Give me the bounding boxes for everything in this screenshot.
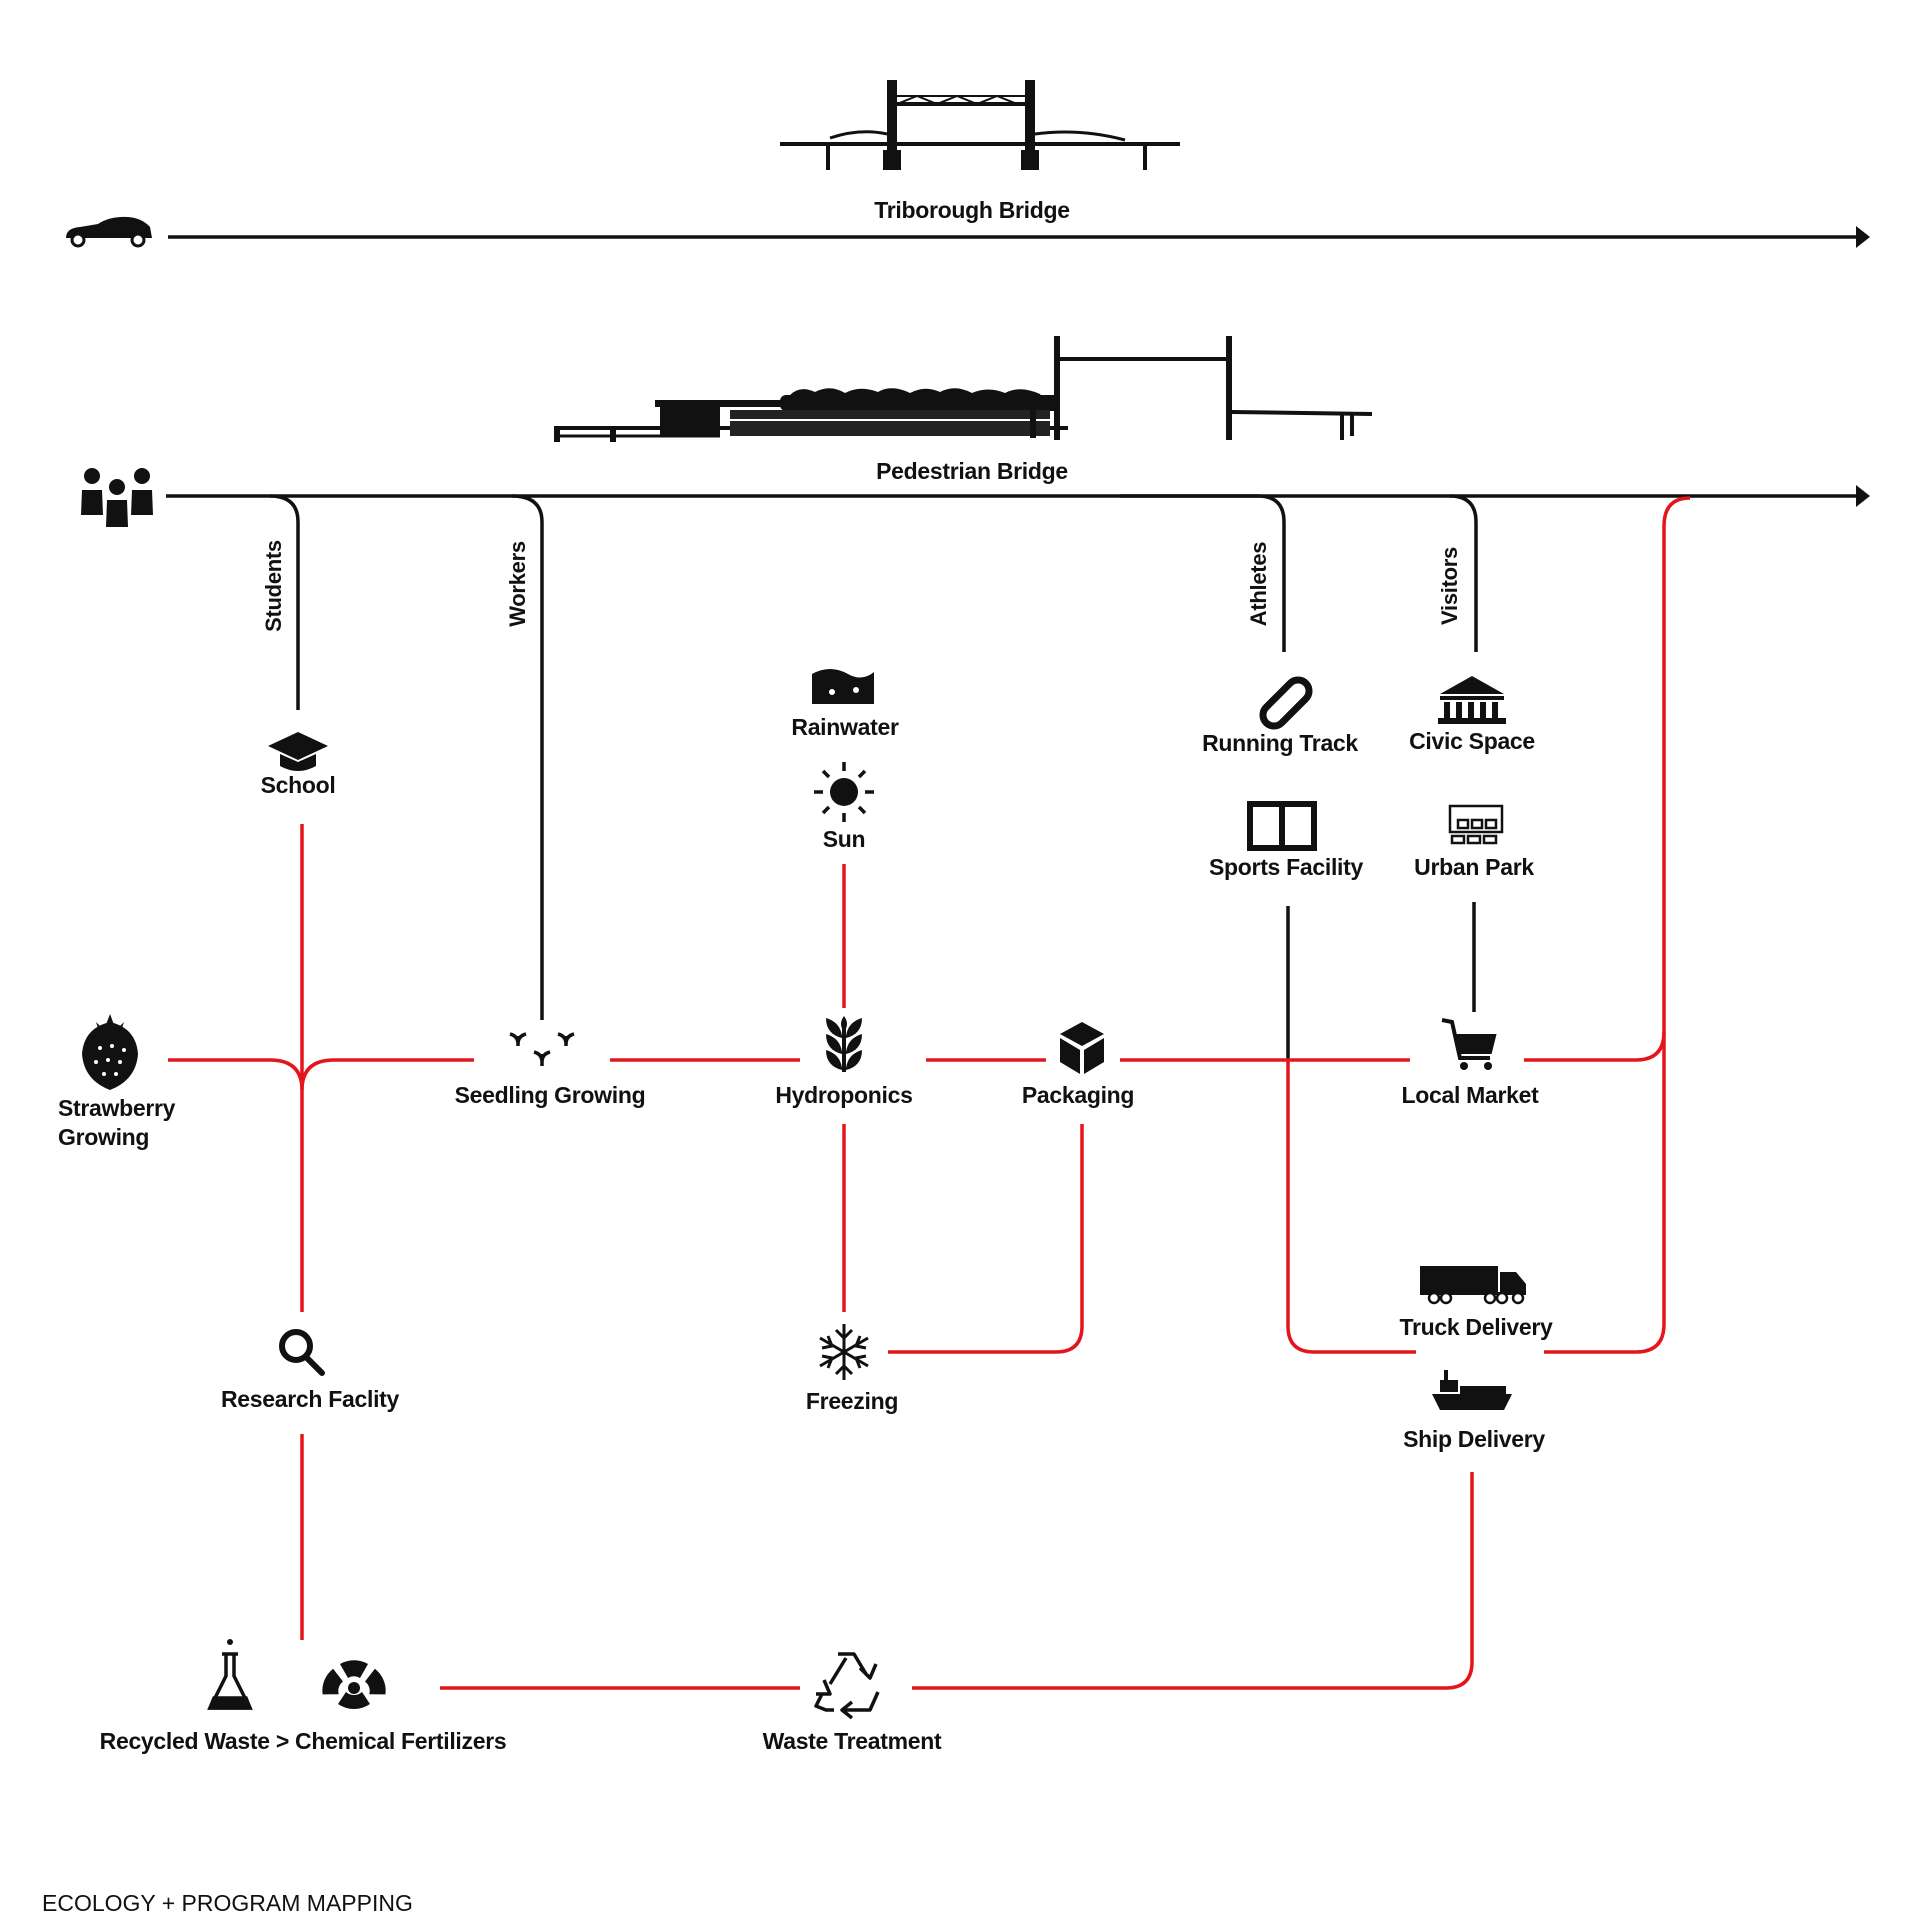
workers-branch-line [511,494,544,1020]
track-icon [1259,676,1313,730]
ship-icon [1432,1370,1512,1410]
students-label: Students [261,540,286,632]
strawberry-label-line2: Growing [58,1124,150,1150]
seedling-icon [509,1032,575,1066]
magnifier-icon [279,1329,325,1376]
rainwater-label: Rainwater [791,714,899,740]
radiation-icon [322,1660,386,1710]
triborough-bridge-silhouette [780,80,1180,170]
flow-waste-ship [912,1472,1474,1690]
flow-pedestrian-truck [1544,496,1691,1354]
park-icon [1448,804,1504,845]
workers-label: Workers [505,541,530,627]
seedling-label: Seedling Growing [454,1082,646,1108]
recycled-label: Recycled Waste > Chemical Fertilizers [99,1728,507,1754]
ship-delivery-label: Ship Delivery [1403,1426,1545,1452]
car-icon [66,216,152,248]
triborough-arrowhead [1856,226,1870,248]
flask-icon [207,1639,253,1710]
sun-icon [814,762,874,822]
pedestrian-bridge-silhouette [554,336,1373,442]
plant-icon [826,1016,862,1072]
strawberry-label-line1: Strawberry [58,1095,176,1121]
triborough-bridge-label: Triborough Bridge [874,197,1070,223]
packaging-label: Packaging [1021,1082,1135,1108]
sun-label: Sun [822,826,866,852]
freezing-label: Freezing [805,1388,899,1414]
students-branch-line [269,494,300,710]
sports-icon [1247,801,1317,851]
flow-packaging-freezing [888,1124,1084,1354]
local-market-label: Local Market [1401,1082,1539,1108]
flow-strawberry-seedling [168,1058,474,1091]
pedestrian-arrowhead [1856,485,1870,507]
footer-title: ECOLOGY + PROGRAM MAPPING [42,1890,413,1916]
flow-sports-truck [1286,1060,1416,1354]
sports-facility-label: Sports Facility [1209,854,1363,880]
pedestrian-bridge-label: Pedestrian Bridge [876,458,1068,484]
recycle-icon [814,1652,880,1720]
running-track-label: Running Track [1202,730,1358,756]
rain-icon [812,669,874,704]
athletes-branch-line [1120,494,1286,652]
truck-icon [1420,1266,1526,1305]
flow-market-main [1524,1031,1666,1062]
urban-park-label: Urban Park [1414,854,1534,880]
research-label: Research Faclity [220,1386,400,1412]
strawberry-label: Strawberry Growing [58,1094,175,1152]
snowflake-icon [819,1324,869,1380]
school-icon [268,732,328,771]
visitors-branch-line [1449,494,1478,652]
civic-icon [1438,676,1506,724]
school-label: School [260,772,336,798]
civic-space-label: Civic Space [1409,728,1535,754]
hydroponics-label: Hydroponics [775,1082,913,1108]
strawberry-icon [82,1014,138,1090]
truck-delivery-label: Truck Delivery [1399,1314,1553,1340]
athletes-label: Athletes [1246,541,1271,627]
visitors-label: Visitors [1437,547,1462,625]
people-icon [81,468,153,527]
waste-treatment-label: Waste Treatment [762,1728,942,1754]
box-icon [1060,1022,1104,1074]
cart-icon [1441,1018,1497,1070]
